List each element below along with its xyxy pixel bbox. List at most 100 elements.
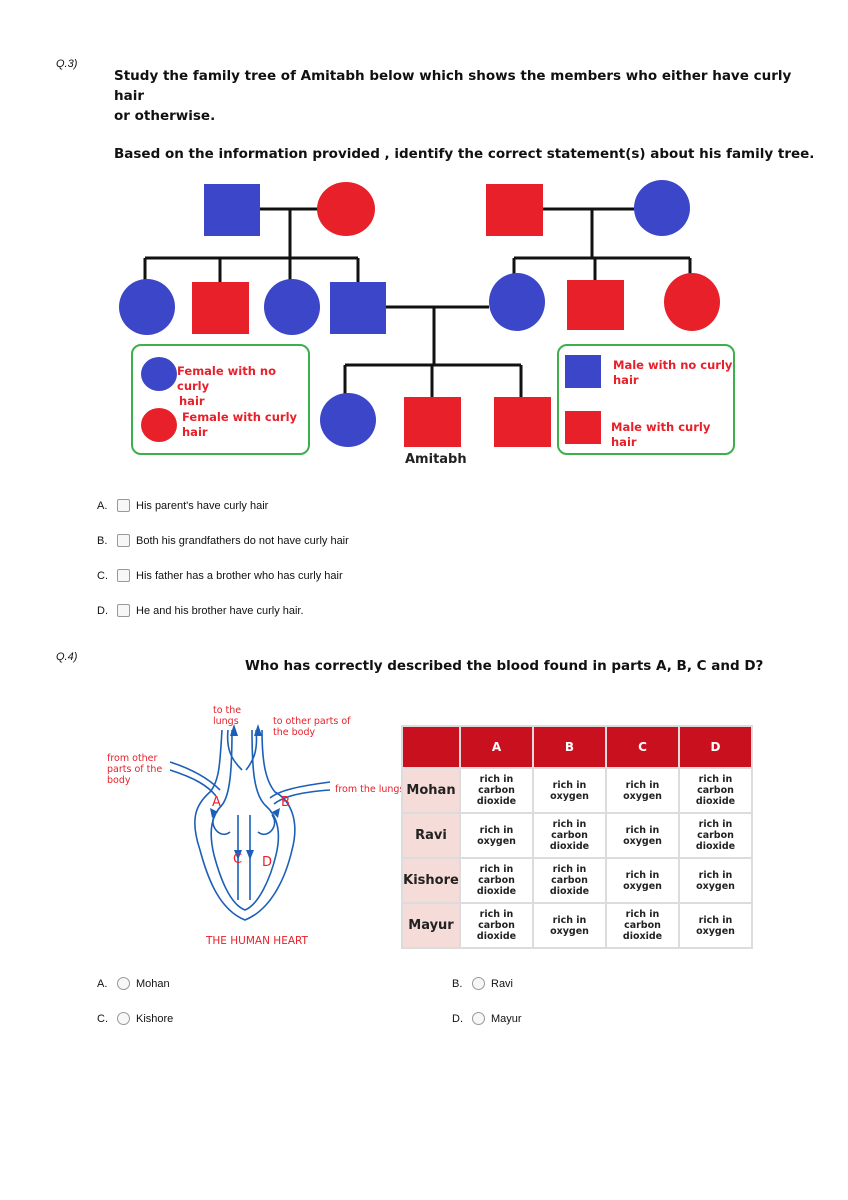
q3-question: Study the family tree of Amitabh below w… [114,66,794,126]
table-cell: rich in oxygen [678,902,753,949]
blood-table-header: A B C D [401,725,753,769]
q3-option-b[interactable]: B. Both his grandfathers do not have cur… [97,523,349,558]
q3-option-a-checkbox[interactable] [117,499,130,512]
blood-table-header-b: B [532,725,607,769]
table-row: Ravi rich in oxygen rich in carbon dioxi… [401,812,753,859]
blood-table-header-c: C [605,725,680,769]
q3-option-b-letter: B. [97,534,108,547]
heart-label-to-lungs-line2: lungs [213,716,239,727]
q3-option-a-text: His parent's have curly hair [136,499,269,512]
table-row: Mohan rich in carbon dioxide rich in oxy… [401,767,753,814]
blood-table-corner [401,725,461,769]
row-name-ravi: Ravi [401,812,461,859]
table-cell: rich in carbon dioxide [459,767,534,814]
paternal-uncle [192,282,249,334]
legend-male-curly-symbol [565,411,601,444]
grandmother-paternal [317,182,375,236]
q3-question-line1: Study the family tree of Amitabh below w… [114,68,792,104]
q4-option-c[interactable]: C. Kishore [97,1012,173,1025]
q3-option-b-text: Both his grandfathers do not have curly … [136,534,349,547]
table-cell: rich in oxygen [532,902,607,949]
heart-part-a: A [212,795,221,810]
table-cell: rich in oxygen [605,812,680,859]
heart-label-from-body-line2: parts of the [107,764,163,775]
q4-option-b[interactable]: B. Ravi [452,977,513,990]
q4-option-a-radio[interactable] [117,977,130,990]
brother [494,397,551,447]
heart-title: THE HUMAN HEART [206,935,308,947]
q3-option-a[interactable]: A. His parent's have curly hair [97,488,349,523]
heart-label-from-body-line1: from other [107,753,158,764]
heart-label-from-body: from other parts of the body [107,753,162,786]
table-row: Mayur rich in carbon dioxide rich in oxy… [401,902,753,949]
table-cell: rich in carbon dioxide [678,767,753,814]
heart-label-to-body-line2: the body [273,727,316,738]
q4-option-b-letter: B. [452,977,463,990]
q3-option-d[interactable]: D. He and his brother have curly hair. [97,593,349,628]
q3-option-d-letter: D. [97,604,108,617]
heart-label-from-body-line3: body [107,775,131,786]
legend-female-no-curly-line1: Female with no curly [177,364,277,393]
grandfather-maternal [486,184,543,236]
legend-female-curly-label: Female with curly hair [182,410,297,440]
table-cell: rich in oxygen [678,857,753,904]
q4-question: Who has correctly described the blood fo… [245,658,764,674]
table-cell: rich in carbon dioxide [532,857,607,904]
amitabh-symbol [404,397,461,447]
table-cell: rich in oxygen [605,857,680,904]
table-cell: rich in carbon dioxide [678,812,753,859]
q3-option-d-text: He and his brother have curly hair. [136,604,304,617]
q3-option-c-letter: C. [97,569,108,582]
q4-option-b-radio[interactable] [472,977,485,990]
q3-option-c[interactable]: C. His father has a brother who has curl… [97,558,349,593]
q3-option-a-letter: A. [97,499,108,512]
heart-label-to-body: to other parts of the body [273,716,351,738]
table-row: Kishore rich in carbon dioxide rich in c… [401,857,753,904]
legend-female-curly-line1: Female with curly [182,410,298,424]
legend-male-curly-label: Male with curly hair [611,420,711,449]
amitabh-label: Amitabh [405,452,467,467]
legend-female-no-curly-line2: hair [179,394,205,408]
legend-male-no-curly-symbol [565,355,601,388]
blood-table-header-a: A [459,725,534,769]
legend-female-no-curly-label: Female with no curly hair [177,364,308,409]
row-name-mayur: Mayur [401,902,461,949]
q4-option-d-radio[interactable] [472,1012,485,1025]
father [330,282,386,334]
blood-table-header-d: D [678,725,753,769]
q3-option-c-checkbox[interactable] [117,569,130,582]
heart-label-to-lungs-line1: to the [213,705,242,716]
q3-option-b-checkbox[interactable] [117,534,130,547]
q4-option-d-text: Mayur [491,1012,522,1025]
q3-option-d-checkbox[interactable] [117,604,130,617]
q4-option-c-radio[interactable] [117,1012,130,1025]
q3-instruction: Based on the information provided , iden… [114,146,815,162]
q4-option-b-text: Ravi [491,977,514,990]
family-tree-diagram [119,180,720,447]
q4-option-c-letter: C. [97,1012,108,1025]
tree-lines [143,207,692,397]
maternal-aunt [664,273,720,331]
q3-number: Q.3) [56,58,78,70]
q3-question-line2: or otherwise. [114,108,216,124]
table-cell: rich in oxygen [459,812,534,859]
heart-part-b: B [281,795,290,810]
legend-male: Male with no curly hair Male with curly … [557,344,735,455]
heart-label-to-lungs: to the lungs [213,705,241,727]
q4-number: Q.4) [56,651,78,663]
q4-option-a-text: Mohan [136,977,170,990]
legend-female: Female with no curly hair Female with cu… [131,344,310,455]
paternal-aunt-2 [264,279,320,335]
sister [320,393,376,447]
legend-female-curly-line2: hair [182,425,208,439]
grandmother-maternal [634,180,690,236]
mother [489,273,545,331]
q4-option-a-letter: A. [97,977,108,990]
q4-option-a[interactable]: A. Mohan [97,977,170,990]
q3-options: A. His parent's have curly hair B. Both … [97,488,349,628]
table-cell: rich in carbon dioxide [459,857,534,904]
heart-part-d: D [262,855,273,870]
q3-option-c-text: His father has a brother who has curly h… [136,569,343,582]
table-cell: rich in oxygen [605,767,680,814]
q4-option-d[interactable]: D. Mayur [452,1012,522,1025]
